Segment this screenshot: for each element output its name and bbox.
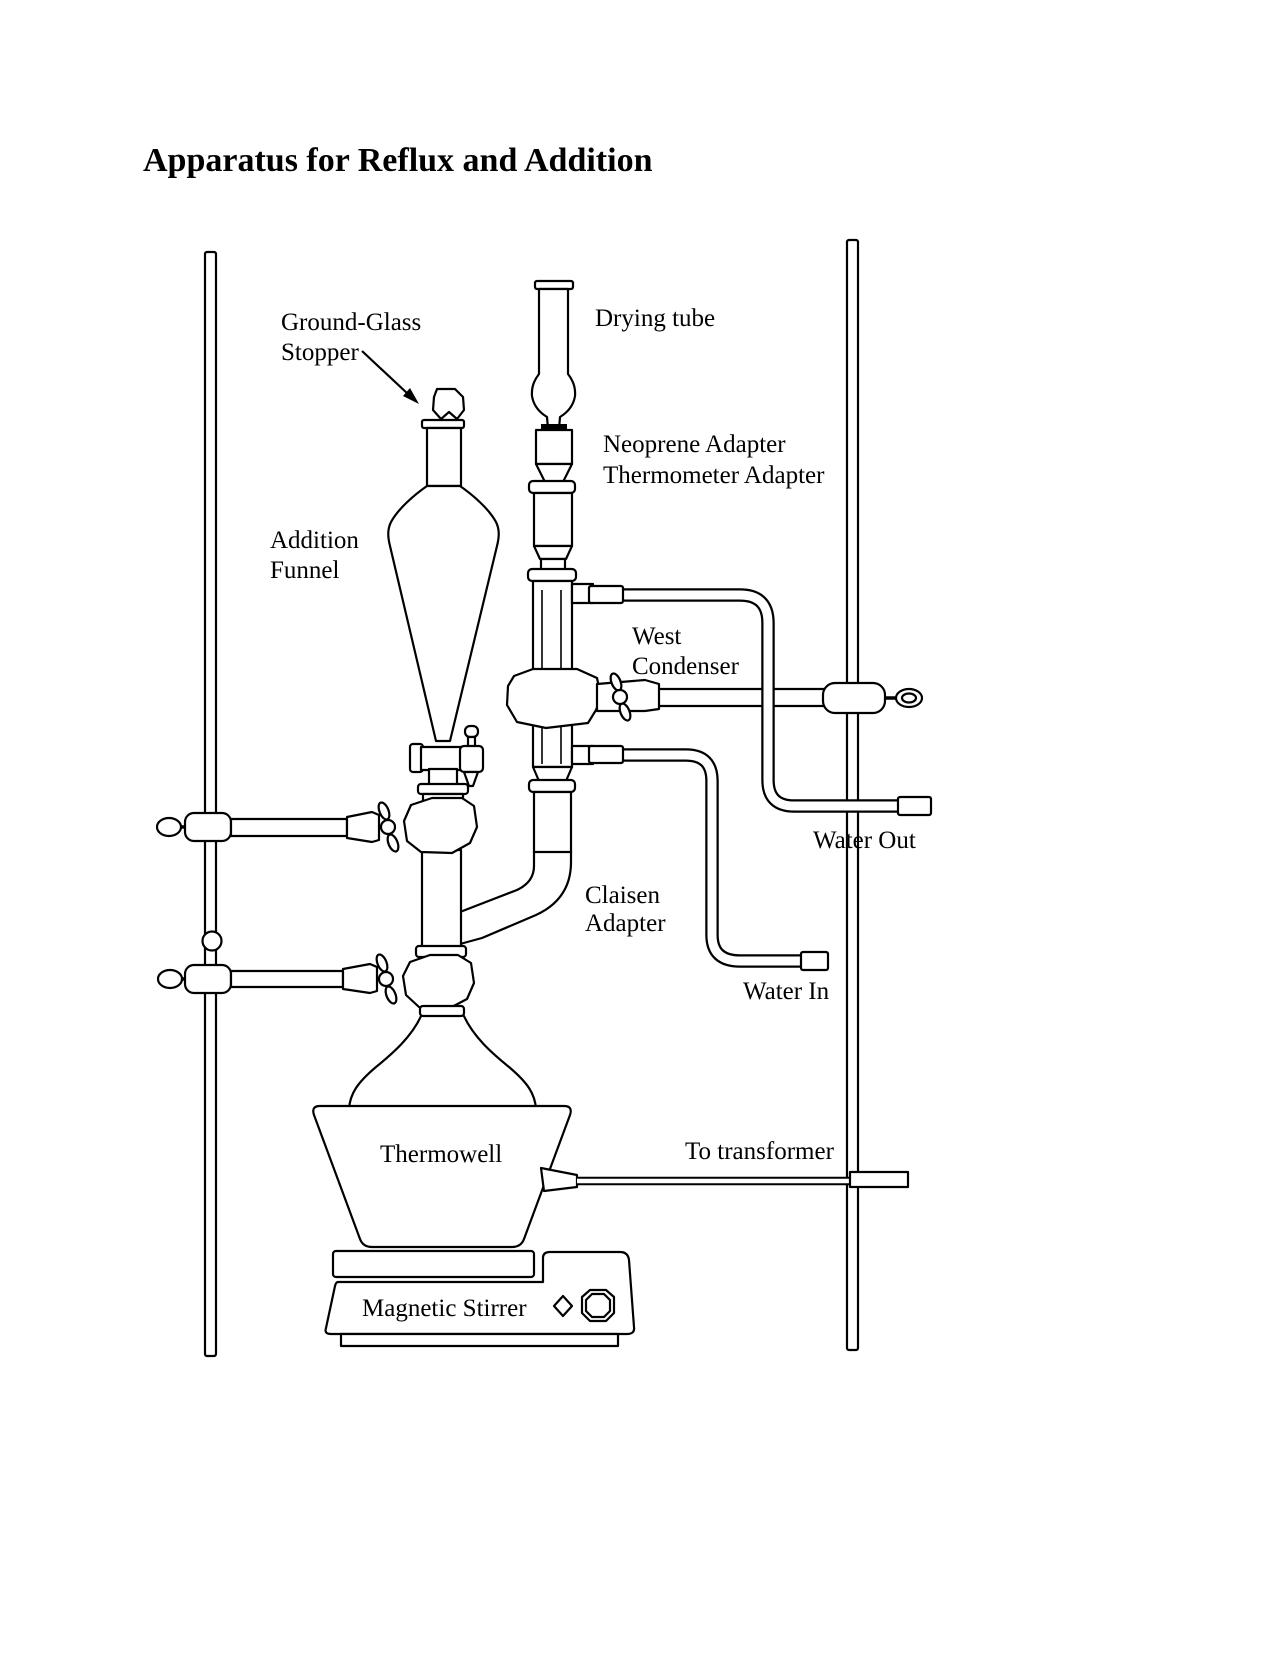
clamp-condenser-arm <box>655 681 924 715</box>
label-to-transformer: To transformer <box>685 1138 834 1165</box>
label-water-out: Water Out <box>813 827 916 854</box>
label-claisen-adapter: Claisen Adapter <box>585 882 666 937</box>
funnel-stopcock <box>408 724 485 788</box>
label-addition-funnel: Addition Funnel <box>270 527 359 584</box>
clamp-jaw-condenser <box>505 667 661 730</box>
label-ground-glass-stopper: Ground-Glass Stopper <box>281 309 422 366</box>
clamp-upper-left <box>155 811 349 843</box>
stopper-arrow <box>361 350 419 404</box>
ground-glass-stopper-shape <box>431 387 466 421</box>
drying-tube <box>530 279 577 431</box>
left-stand-rod <box>203 250 218 1358</box>
stirrer-indicator-light <box>552 1294 574 1318</box>
label-water-in: Water In <box>743 978 830 1005</box>
stirrer-knob-inner <box>584 1292 612 1319</box>
addition-funnel-body <box>387 418 500 743</box>
clamp-jaw-upper <box>345 796 479 855</box>
claisen-adapter-body <box>420 848 573 952</box>
magnetic-stirrer-body <box>324 1249 636 1348</box>
thermometer-adapter <box>527 479 577 572</box>
right-stand-rod <box>845 238 860 1352</box>
label-thermowell: Thermowell <box>380 1141 503 1168</box>
clamp-lower-left <box>156 963 345 995</box>
page-title: Apparatus for Reflux and Addition <box>143 142 653 179</box>
clamp-jaw-lower <box>341 953 476 1018</box>
transformer-cord <box>539 1166 910 1193</box>
label-magnetic-stirrer: Magnetic Stirrer <box>362 1295 527 1322</box>
neoprene-adapter <box>534 424 574 484</box>
thermowell-body <box>312 1104 572 1249</box>
label-west-condenser: West Condenser <box>632 623 739 680</box>
water-in-hose <box>597 748 830 972</box>
water-out-hose <box>597 588 933 817</box>
label-adapters: Neoprene Adapter Thermometer Adapter <box>603 431 825 489</box>
label-drying-tube: Drying tube <box>595 305 716 332</box>
rod-ring <box>201 930 223 952</box>
